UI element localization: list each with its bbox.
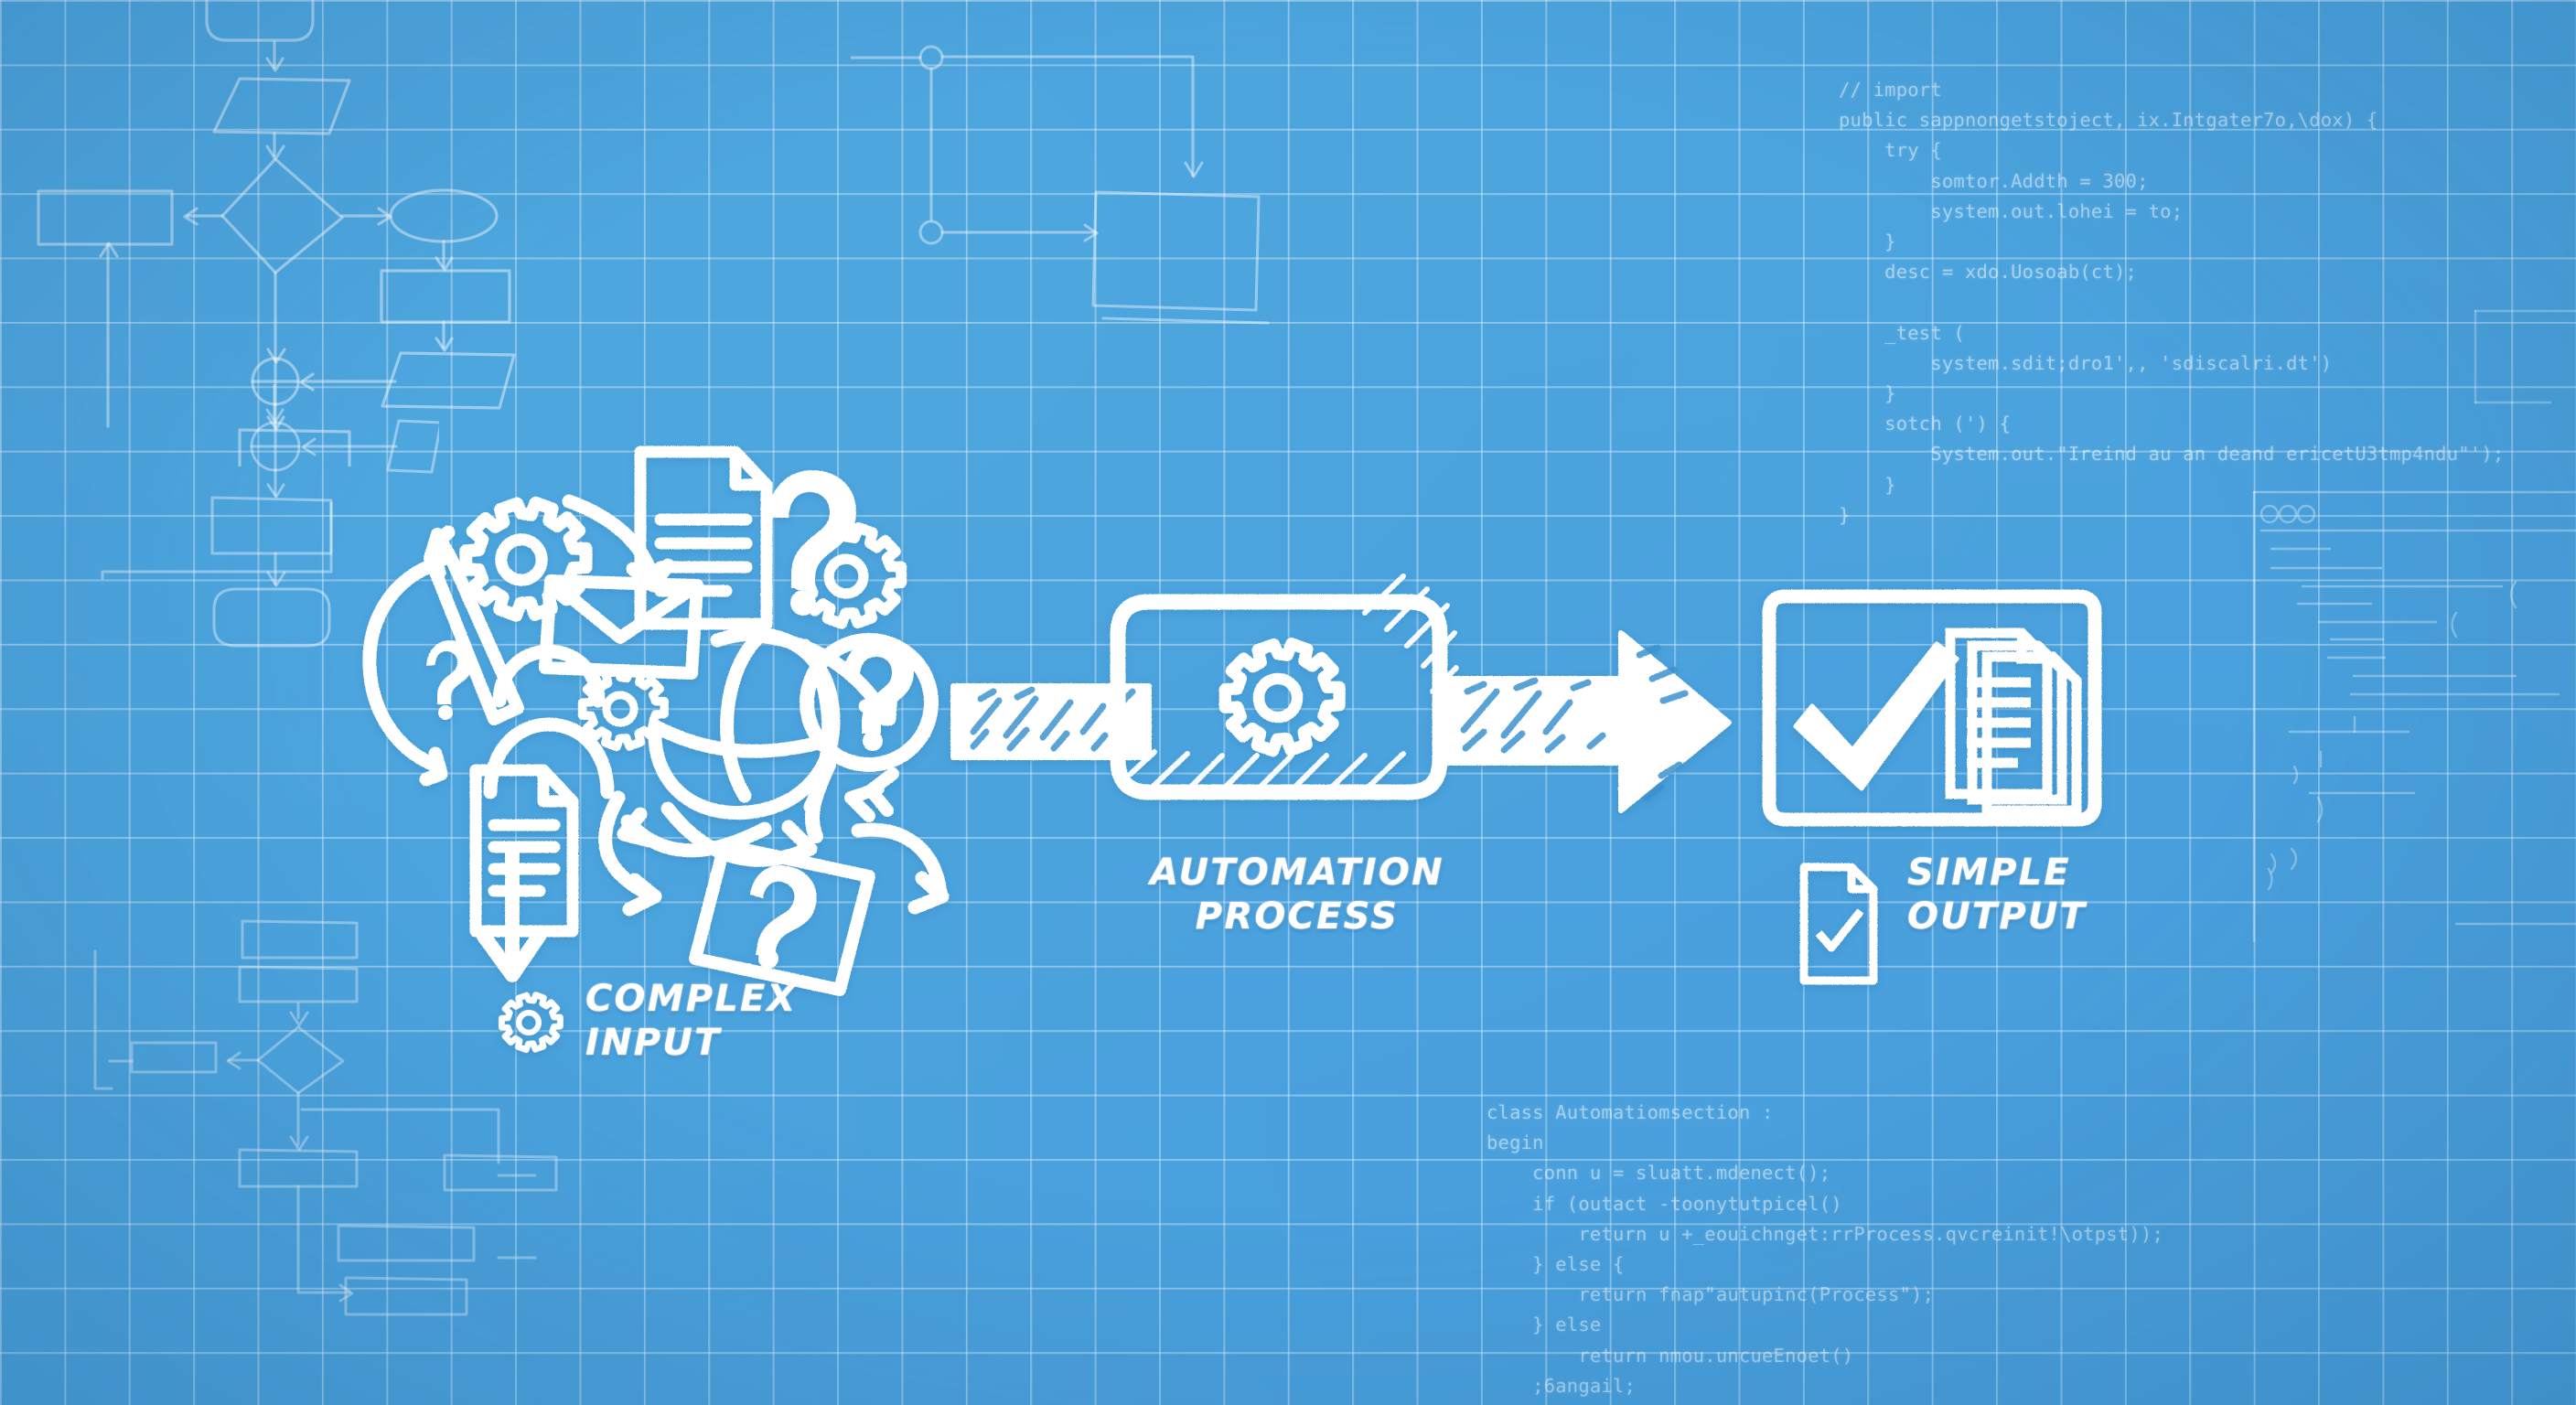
user-icon [483, 644, 615, 799]
simple-output-box [1762, 589, 2102, 827]
sticky-note-question-icon [689, 839, 875, 996]
arrow-input-to-process [950, 683, 1152, 760]
gear-icon [1225, 644, 1339, 751]
document-icon [634, 445, 773, 630]
question-mark-icon [750, 864, 817, 969]
automation-process-box [1110, 574, 1459, 800]
curved-arrow-icon [851, 822, 950, 915]
curved-arrow-icon [562, 494, 675, 593]
complex-input-caption-gear [501, 995, 560, 1050]
simple-output-caption-doc [1799, 863, 1878, 985]
complex-input-cluster [362, 445, 950, 996]
document-stack-icon [1945, 627, 2082, 816]
curved-arrow-icon [429, 525, 456, 580]
curved-arrow-icon [598, 790, 662, 917]
question-mark-icon [426, 640, 473, 720]
loop-arrow-icon [362, 556, 448, 787]
curved-arrow-icon [617, 807, 772, 858]
document-icon [469, 764, 579, 938]
question-mark-icon [843, 638, 914, 751]
down-arrow-icon [844, 767, 899, 822]
arrow-process-to-output [1441, 630, 1732, 813]
checkmark-icon [1793, 641, 1959, 791]
